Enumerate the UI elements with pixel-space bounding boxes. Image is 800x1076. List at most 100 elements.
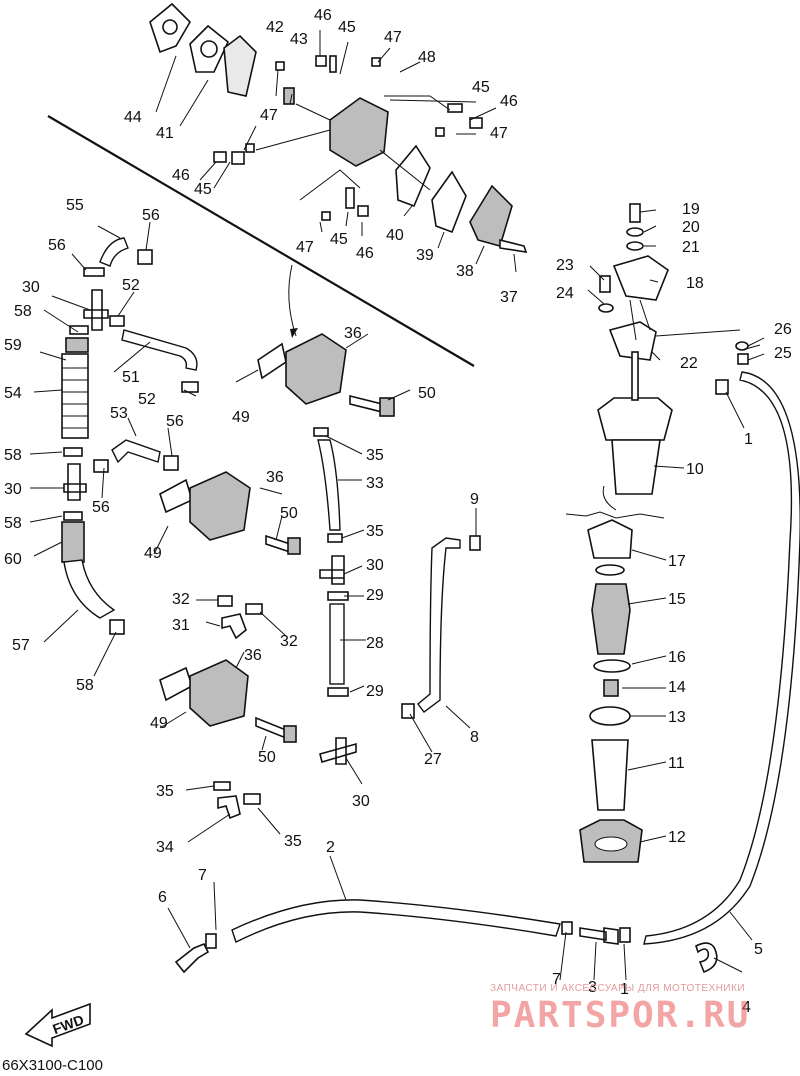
callout-7: 7 <box>552 971 561 988</box>
callout-32: 32 <box>280 633 298 650</box>
hose-28 <box>329 603 345 685</box>
callout-6: 6 <box>158 889 167 906</box>
callout-9: 9 <box>470 491 479 508</box>
tee-30-center <box>319 555 345 585</box>
filter-stem <box>631 351 639 401</box>
elbow-31 <box>221 613 247 640</box>
callout-27: 27 <box>424 751 442 768</box>
callout-11: 11 <box>668 755 685 772</box>
bolt-23 <box>599 275 611 293</box>
elbow-34 <box>217 795 241 820</box>
long-hoses <box>174 371 800 974</box>
pump-36-mid <box>189 471 251 541</box>
bowl-top-10 <box>611 439 661 495</box>
callout-52: 52 <box>122 277 140 294</box>
oring-17 <box>595 564 625 576</box>
hose-8 <box>417 537 461 713</box>
cover-44-hole <box>162 19 178 35</box>
callout-5: 5 <box>754 941 763 958</box>
clip-1-upper <box>715 379 729 395</box>
bracket-22 <box>608 321 657 361</box>
element-15 <box>591 583 631 655</box>
divider-arrowhead <box>290 328 298 338</box>
clip-52-top <box>109 315 125 327</box>
callout-17: 17 <box>668 553 686 570</box>
gasket-49-mid <box>159 478 193 514</box>
callout-35: 35 <box>156 783 174 800</box>
callout-36: 36 <box>266 469 284 486</box>
diaphragm-plate <box>223 34 257 97</box>
callout-41: 41 <box>156 125 174 142</box>
fuel-pump-36-bottom <box>159 659 297 743</box>
watermark-caption: ЗАПЧАСТИ И АКСЕССУАРЫ ДЛЯ МОТОТЕХНИКИ <box>490 983 746 994</box>
clip-56-right <box>137 249 153 265</box>
callout-46: 46 <box>500 93 518 110</box>
clip-56-left <box>93 459 109 473</box>
callout-30: 30 <box>4 481 22 498</box>
callout-46: 46 <box>172 167 190 184</box>
nut-47-right <box>435 127 445 137</box>
callout-45: 45 <box>338 19 356 36</box>
callout-43: 43 <box>290 31 308 48</box>
callout-18: 18 <box>686 275 704 292</box>
callout-30: 30 <box>366 557 384 574</box>
clip-45-top <box>329 55 337 73</box>
callout-53: 53 <box>110 405 128 422</box>
callout-58: 58 <box>4 515 22 532</box>
callout-31: 31 <box>172 617 190 634</box>
callout-47: 47 <box>260 107 278 124</box>
filter-assembly <box>565 203 761 863</box>
callout-14: 14 <box>668 679 686 696</box>
bolt-50-bottom-head <box>283 725 297 743</box>
tee-30-mid <box>63 463 87 501</box>
hose-33 <box>317 439 341 531</box>
cap-17 <box>587 519 633 559</box>
callout-51: 51 <box>122 369 140 386</box>
sleeve-60 <box>61 521 85 563</box>
gasket-41-hole <box>200 40 218 58</box>
callout-49: 49 <box>150 715 168 732</box>
sleeve-59 <box>65 337 89 353</box>
watermark-brand: PARTSPOR.RU <box>490 995 751 1036</box>
callout-42: 42 <box>266 19 284 36</box>
washer-20 <box>626 227 644 237</box>
callout-2: 2 <box>326 839 335 856</box>
washer-24 <box>598 303 614 313</box>
clip-1-lower <box>619 927 631 943</box>
hose-5 <box>643 371 800 945</box>
nut-47-bottom <box>321 211 331 221</box>
clip-45-right <box>447 103 463 113</box>
clip-7-right <box>561 921 573 935</box>
screw-46-right <box>469 117 483 129</box>
pump-36-top <box>285 333 347 405</box>
center-hose-group <box>213 427 481 820</box>
callout-1: 1 <box>620 981 629 998</box>
clip-52-lower <box>181 381 199 393</box>
left-hose-group <box>61 237 199 635</box>
spring-14 <box>603 679 619 697</box>
part-42 <box>275 61 285 71</box>
callout-44: 44 <box>124 109 142 126</box>
bracket-guides <box>629 299 761 351</box>
fwd-arrow: FWD <box>24 1002 91 1048</box>
screw-46-top <box>315 55 327 67</box>
fwd-label: FWD <box>50 1011 85 1037</box>
bolt-50-mid <box>265 534 291 554</box>
assembly-guides <box>295 95 451 191</box>
joint-3 <box>579 927 619 945</box>
callout-25: 25 <box>774 345 792 362</box>
clip-35-d <box>243 793 261 805</box>
callout-56: 56 <box>166 413 184 430</box>
clip-56-mid <box>163 455 179 471</box>
callout-35: 35 <box>284 833 302 850</box>
filter-54 <box>61 353 89 439</box>
callout-56: 56 <box>92 499 110 516</box>
callout-10: 10 <box>686 461 704 478</box>
clip-7-left <box>205 933 217 949</box>
gasket-49-top <box>257 342 287 380</box>
tee-30-top <box>83 289 109 331</box>
callout-29: 29 <box>366 683 384 700</box>
spring-43 <box>283 87 295 105</box>
ring-nut-12-hole <box>594 836 628 852</box>
